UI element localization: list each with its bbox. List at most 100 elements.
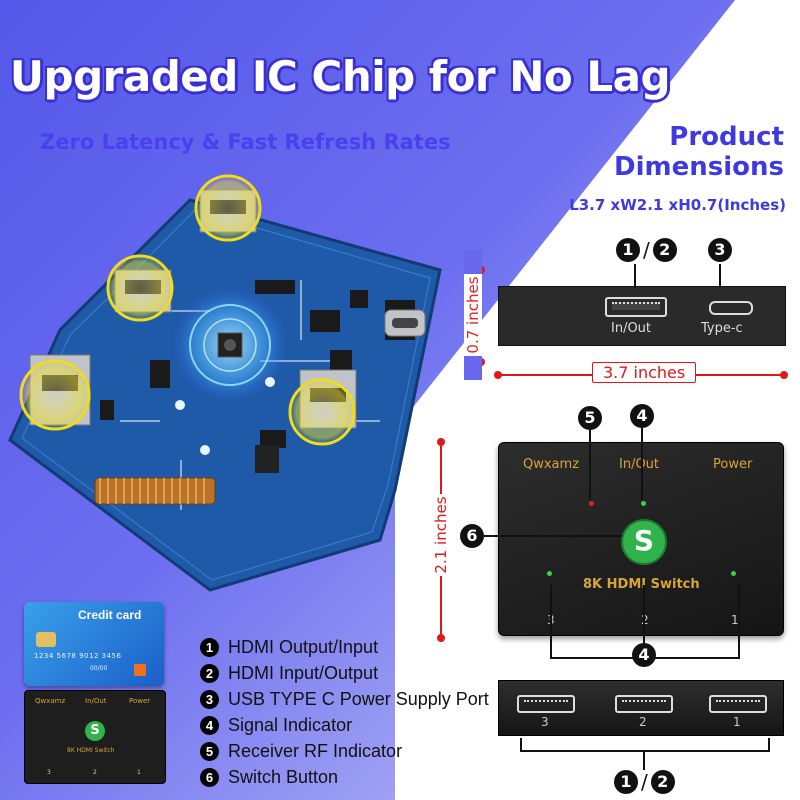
callout-badge-4-bottom: 4 [632,643,656,667]
length-dimension-label: 3.7 inches [592,362,697,383]
dimensions-title: Product Dimensions [614,122,784,182]
mini-num-3: 3 [47,769,51,776]
back-hdmi-port-1 [709,695,767,713]
legend-item: 4 Signal Indicator [200,712,489,738]
mini-inout: In/Out [85,697,107,705]
subtitle: Zero Latency & Fast Refresh Rates [40,130,451,154]
legend-item: 5 Receiver RF Indicator [200,738,489,764]
device-brand: Qwxamz [523,457,580,472]
card-logo [134,664,146,676]
callout-line-4-top [641,428,643,500]
main-title: Upgraded IC Chip for No Lag [9,52,671,101]
legend-number: 6 [200,767,219,787]
back-port-num-3: 3 [541,715,549,729]
device-port-num-1: 1 [731,613,739,627]
length-dim-dot-left [494,371,502,379]
callout-line-6 [484,535,622,537]
mini-num-2: 2 [93,769,97,776]
mini-num-1: 1 [137,769,141,776]
side-hdmi-port [605,297,667,317]
antenna-coil [94,477,216,505]
port1-indicator-led [731,571,736,576]
back-hdmi-port-2 [615,695,673,713]
hdmi-port-left-lower [19,354,91,431]
callout-line-4-mid [643,585,645,645]
callout-badge-6: 6 [460,524,484,548]
back-badge-2: 2 [650,770,675,794]
back-view-panel: 3 2 1 [498,680,784,736]
height-dimension-label: 0.7 inches [464,250,482,380]
hdmi-port-top [194,174,262,242]
legend-number: 2 [200,663,219,683]
card-number: 1234 5678 9012 3456 [34,652,122,660]
back-hdmi-port-3 [517,695,575,713]
legend-item: 2 HDMI Input/Output [200,660,489,686]
length-dim-dot-right [780,371,788,379]
callout-line-5 [589,430,591,500]
dimensions-values: L3.7 xW2.1 xH0.7(Inches) [569,196,786,214]
back-badge-1-2: 1 / 2 [614,770,675,794]
mini-brand: Qwxamz [35,697,66,705]
legend-text: USB TYPE C Power Supply Port [228,688,489,709]
back-callout-bracket [520,738,770,752]
callout-badge-5: 5 [578,406,602,430]
back-badge-separator: / [641,770,648,794]
legend-item: 1 HDMI Output/Input [200,634,489,660]
legend-number: 1 [200,637,219,657]
side-view-panel: In/Out Type-c [498,286,786,346]
back-port-num-2: 2 [639,715,647,729]
mini-model: 8K HDMI Switch [67,747,115,754]
back-port-num-1: 1 [733,715,741,729]
pcb-leds [175,377,275,455]
legend-number: 4 [200,715,219,735]
card-chip [36,632,56,647]
badge-3: 3 [708,238,732,262]
side-badge-1-2: 1 / 2 [616,238,677,262]
side-badge-3: 3 [708,238,732,262]
width-dim-dot-top [437,438,445,446]
side-port-label-inout: In/Out [611,321,652,336]
legend-text: HDMI Output/Input [228,636,379,657]
device-switch-button[interactable]: S [621,519,667,565]
card-expiry: 00/00 [90,665,108,672]
pcb-board-illustration [8,174,442,592]
badge-1: 1 [616,238,640,262]
usb-c-port [384,309,426,337]
back-badge-1: 1 [614,770,638,794]
width-dimension-label: 2.1 inches [432,494,450,576]
width-dim-dot-bottom [437,634,445,642]
callout-badge-4-top: 4 [630,404,654,428]
hdmi-port-right [288,369,357,446]
card-label: Credit card [78,608,142,622]
legend-text: HDMI Input/Output [228,662,379,683]
badge-separator: / [643,238,650,262]
mini-power: Power [129,697,151,705]
back-callout-line [643,752,645,770]
rf-indicator-led [589,501,594,506]
hdmi-port-left-upper [106,254,174,322]
legend-item: 3 USB TYPE C Power Supply Port [200,686,489,712]
port3-indicator-led [547,571,552,576]
pointer-line-1-2 [634,264,636,288]
pointer-line-3 [719,264,721,288]
dimensions-title-line1: Product [669,122,784,152]
side-typec-port [709,301,753,315]
mini-switch-button: S [85,721,105,741]
device-power-label: Power [713,457,753,472]
legend-text: Signal Indicator [228,714,353,735]
legend-text: Switch Button [228,766,339,787]
dimensions-title-line2: Dimensions [614,152,784,182]
legend-number: 3 [200,689,219,709]
device-inout-label: In/Out [619,457,660,472]
mini-device-size-reference: Qwxamz In/Out Power S 8K HDMI Switch 3 2… [24,690,166,784]
inout-indicator-led [641,501,646,506]
side-port-label-typec: Type-c [701,321,743,336]
credit-card-size-reference: Credit card 1234 5678 9012 3456 00/00 [24,602,164,686]
legend-text: Receiver RF Indicator [228,740,403,761]
badge-2: 2 [652,238,677,262]
audio-jack [255,445,279,473]
legend-number: 5 [200,741,219,761]
device-model-label: 8K HDMI Switch [583,577,700,592]
